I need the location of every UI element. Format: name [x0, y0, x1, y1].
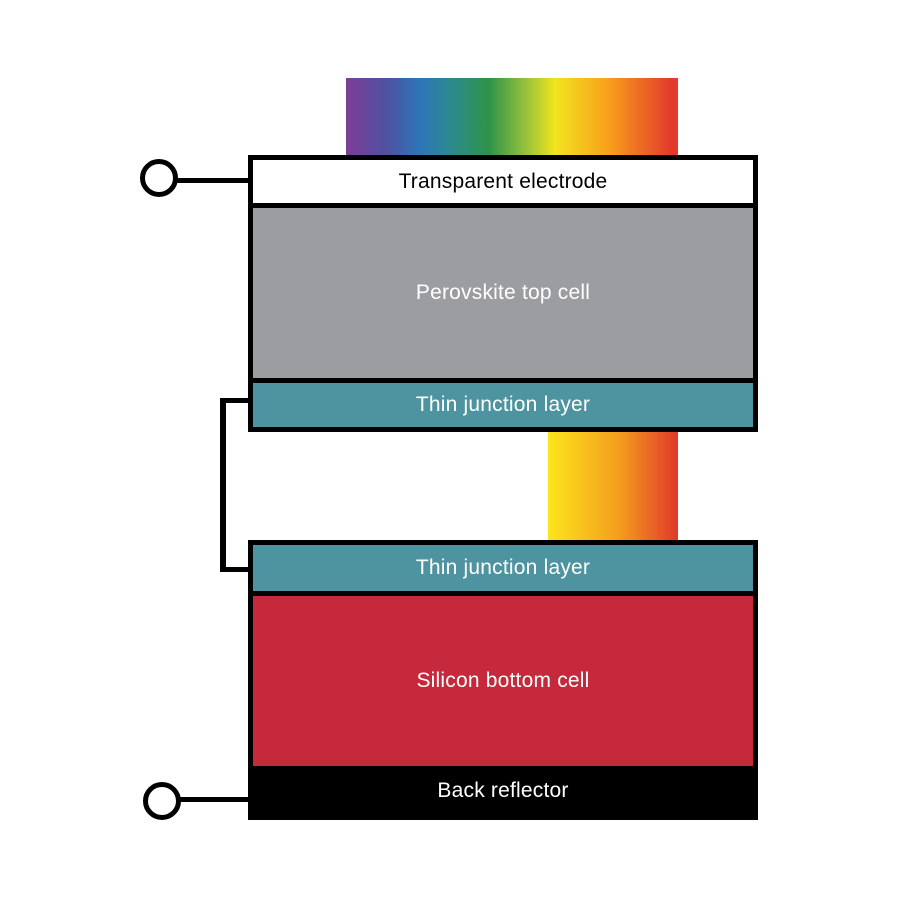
incoming-light-spectrum — [346, 78, 678, 155]
silicon-bottom-cell-label: Silicon bottom cell — [416, 669, 590, 692]
bottom-terminal-circle — [143, 782, 181, 820]
perovskite-top-cell-label: Perovskite top cell — [415, 281, 591, 304]
top-terminal-wire — [176, 178, 250, 183]
thin-junction-layer-top: Thin junction layer — [253, 383, 753, 427]
transparent-electrode-label: Transparent electrode — [398, 169, 608, 193]
transmitted-light-beam — [548, 432, 678, 540]
transparent-electrode-layer: Transparent electrode — [253, 160, 753, 203]
bottom-terminal-wire — [176, 797, 250, 802]
layer-divider — [253, 591, 753, 596]
thin-junction-layer-top-label: Thin junction layer — [415, 393, 591, 416]
silicon-bottom-cell-layer: Silicon bottom cell — [253, 596, 753, 766]
thin-junction-layer-bottom-label: Thin junction layer — [415, 556, 591, 579]
thin-junction-layer-bottom: Thin junction layer — [253, 545, 753, 591]
junction-interconnect-wire-top-stub — [226, 398, 250, 403]
junction-interconnect-wire — [220, 398, 226, 572]
bottom-cell-stack: Thin junction layer Silicon bottom cell … — [248, 540, 758, 820]
top-cell-stack: Transparent electrode Perovskite top cel… — [248, 155, 758, 432]
layer-divider — [253, 378, 753, 383]
junction-interconnect-wire-bottom-stub — [226, 567, 250, 572]
back-reflector-label: Back reflector — [437, 778, 569, 802]
back-reflector-layer: Back reflector — [253, 766, 753, 815]
top-terminal-circle — [140, 159, 178, 197]
perovskite-top-cell-layer: Perovskite top cell — [253, 208, 753, 378]
layer-divider — [253, 203, 753, 208]
